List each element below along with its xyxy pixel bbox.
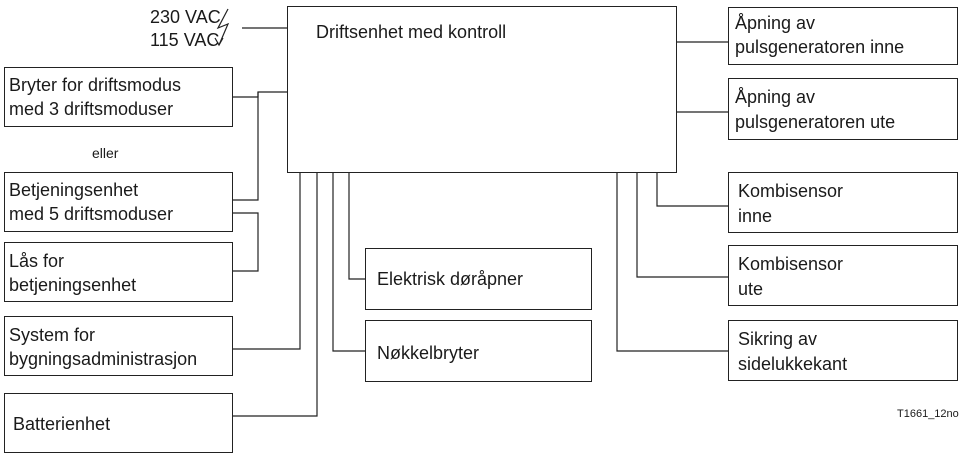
line-lock bbox=[233, 212, 259, 272]
combi-outside-line1: Kombisensor bbox=[738, 254, 844, 274]
mode-switch-line2: med 3 driftsmoduser bbox=[9, 99, 174, 119]
combi-outside-box: Kombisensor ute bbox=[728, 245, 958, 306]
central-unit-label: Driftsenhet med kontroll bbox=[316, 22, 507, 42]
line-control-unit bbox=[233, 92, 259, 201]
combi-outside-line2: ute bbox=[738, 279, 764, 299]
door-opener-label: Elektrisk døråpner bbox=[377, 269, 524, 289]
line-key-switch bbox=[332, 173, 365, 352]
building-system-line1: System for bbox=[9, 325, 96, 345]
building-system-line2: bygningsadministrasjon bbox=[9, 349, 198, 369]
lock-line2: betjeningsenhet bbox=[9, 275, 137, 295]
central-unit-box: Driftsenhet med kontroll bbox=[287, 6, 677, 173]
lightning-bolt-icon bbox=[216, 8, 230, 46]
power-115-label: 115 VAC bbox=[150, 30, 220, 50]
lock-box: Lås for betjeningsenhet bbox=[4, 242, 233, 302]
power-230-label: 230 VAC bbox=[150, 7, 221, 27]
battery-label: Batterienhet bbox=[13, 414, 111, 434]
combi-inside-line2: inne bbox=[738, 206, 773, 226]
control-unit-line1: Betjeningsenhet bbox=[9, 180, 139, 200]
line-combi-inside bbox=[656, 173, 728, 207]
line-building-system bbox=[233, 173, 301, 350]
mode-switch-box: Bryter for driftsmodus med 3 driftsmodus… bbox=[4, 67, 233, 127]
side-edge-line1: Sikring av bbox=[738, 329, 818, 349]
battery-box: Batterienhet bbox=[4, 393, 233, 453]
key-switch-box: Nøkkelbryter bbox=[365, 320, 592, 382]
line-combi-outside bbox=[636, 173, 728, 278]
key-switch-label: Nøkkelbryter bbox=[377, 343, 480, 363]
line-door-opener bbox=[348, 173, 365, 280]
combi-inside-box: Kombisensor inne bbox=[728, 172, 958, 233]
lightning-arrow bbox=[214, 37, 224, 47]
side-edge-line2: sidelukkekant bbox=[738, 354, 848, 374]
or-text: eller bbox=[92, 145, 119, 161]
combi-inside-line1: Kombisensor bbox=[738, 181, 844, 201]
side-edge-box: Sikring av sidelukkekant bbox=[728, 320, 958, 381]
control-unit-line2: med 5 driftsmoduser bbox=[9, 204, 174, 224]
door-opener-box: Elektrisk døråpner bbox=[365, 248, 592, 310]
line-battery bbox=[233, 173, 318, 417]
pulse-inside-line1: Åpning av bbox=[735, 13, 816, 33]
figure-code: T1661_12no bbox=[897, 408, 959, 420]
control-unit-box: Betjeningsenhet med 5 driftsmoduser bbox=[4, 172, 233, 232]
line-side-edge bbox=[616, 173, 728, 352]
building-system-box: System for bygningsadministrasjon bbox=[4, 316, 233, 376]
pulse-inside-box: Åpning av pulsgeneratoren inne bbox=[728, 7, 958, 65]
pulse-outside-box: Åpning av pulsgeneratoren ute bbox=[728, 78, 958, 140]
pulse-outside-line1: Åpning av bbox=[735, 87, 816, 107]
pulse-inside-line2: pulsgeneratoren inne bbox=[735, 37, 905, 57]
line-mode-switch bbox=[233, 91, 287, 98]
pulse-outside-line2: pulsgeneratoren ute bbox=[735, 112, 896, 132]
mode-switch-line1: Bryter for driftsmodus bbox=[9, 75, 182, 95]
lock-line1: Lås for bbox=[9, 251, 65, 271]
